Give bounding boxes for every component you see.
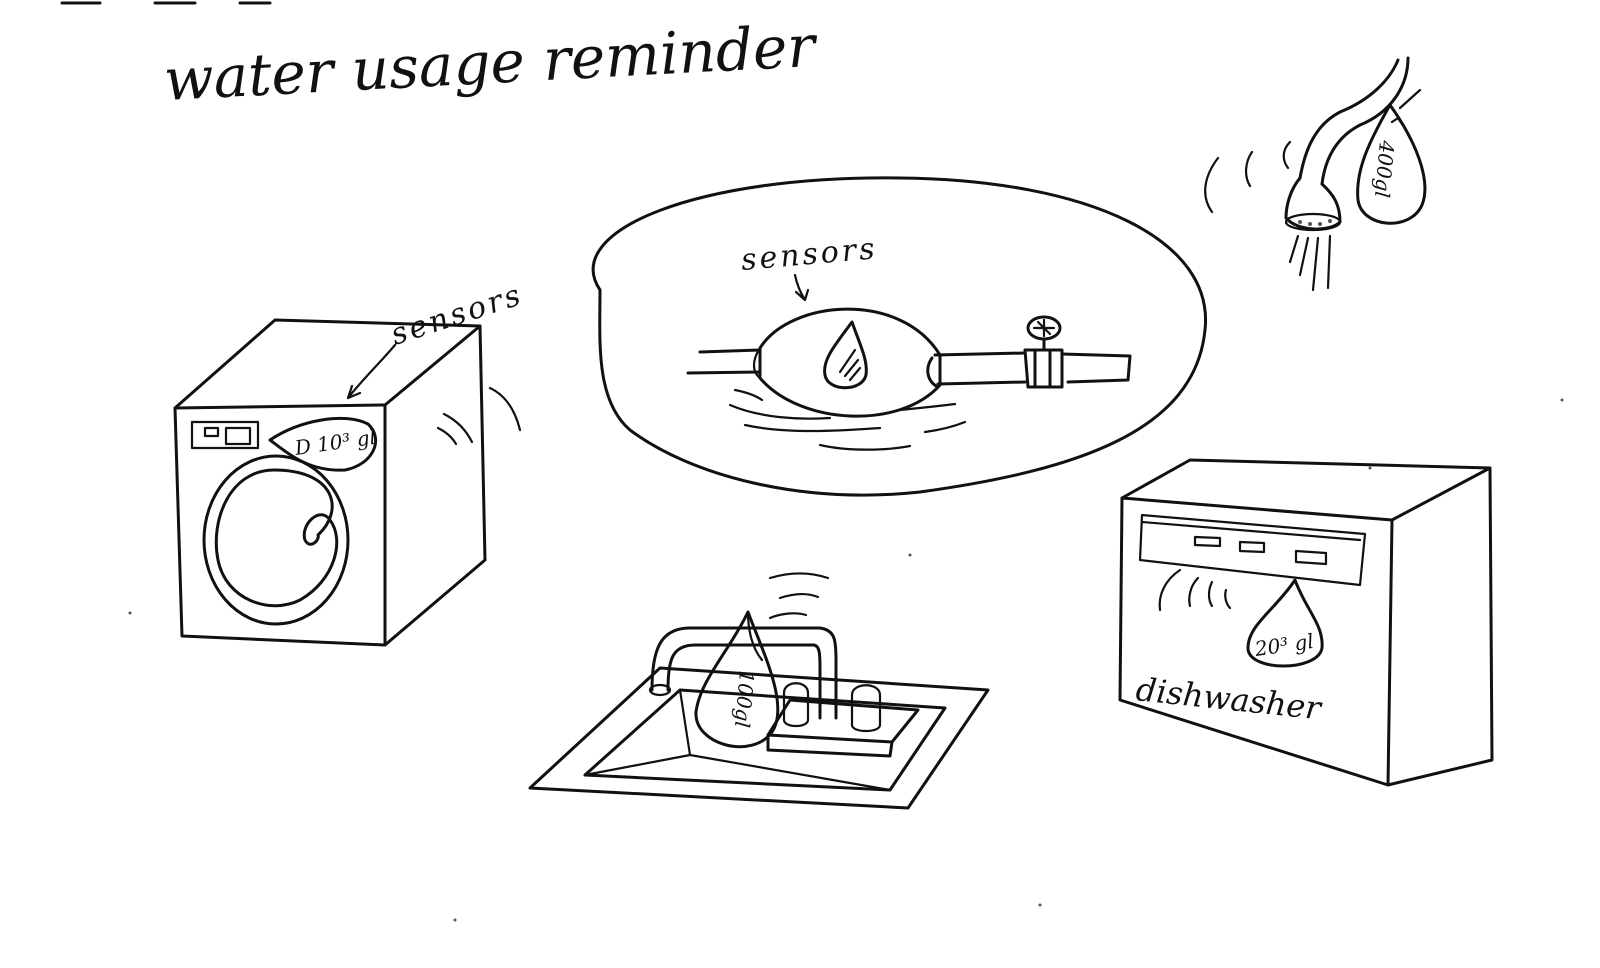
dishwasher-usage-label: 20³ gl <box>1252 629 1315 661</box>
dishwasher-usage-drop <box>1246 578 1324 668</box>
sink-knob-left <box>782 682 810 728</box>
washing-usage-label: D 10³ gl <box>292 425 377 460</box>
shower-usage-label: 400gl <box>1370 139 1399 199</box>
dishwasher-control-strip <box>1138 513 1367 587</box>
dishwasher: 20³ gl dishwasher <box>1118 458 1494 787</box>
shower-signal-icon <box>1204 140 1292 214</box>
valve-icon <box>1023 338 1064 389</box>
shower-pipe <box>1298 56 1410 186</box>
pipe-left <box>686 348 762 375</box>
shower-nozzle <box>1284 176 1342 231</box>
sink-usage-label: 100gl <box>730 670 759 729</box>
leak-ripples <box>728 388 967 451</box>
pipe-sensor-label: sensors <box>740 231 879 278</box>
dishwasher-signal-icon <box>1158 568 1232 612</box>
washing-machine: D 10³ gl sensors <box>173 277 528 647</box>
dishwasher-label: dishwasher <box>1134 670 1324 727</box>
pipe-bulge <box>758 307 942 418</box>
dishwasher-buttons <box>1193 535 1328 566</box>
washing-signal-icon <box>436 386 522 446</box>
control-panel <box>190 420 260 450</box>
washing-sensor-arrow <box>346 343 397 400</box>
paper-specks <box>128 398 1564 922</box>
pipe-right <box>933 351 1132 386</box>
shower-usage-drop <box>1356 103 1427 225</box>
pipe-sensor-arrow <box>793 273 810 302</box>
sink-usage-drop <box>694 610 780 749</box>
shower-head: 400gl <box>1204 56 1427 292</box>
kitchen-sink: 100gl <box>528 572 990 810</box>
sketch-title: water usage reminder <box>162 12 820 114</box>
sink-counter <box>528 666 990 810</box>
washing-usage-drop <box>268 416 378 472</box>
pipe-leak-bubble: sensors <box>591 176 1208 497</box>
leak-drop-icon <box>823 320 868 390</box>
sink-tap-base <box>766 698 920 758</box>
washing-machine-door <box>202 454 350 626</box>
shower-water-streams <box>1288 234 1332 292</box>
washing-sensor-label: sensors <box>387 277 528 353</box>
sink-signal-icon <box>768 572 830 620</box>
thought-bubble-outline <box>591 176 1208 497</box>
sink-knob-right <box>850 684 882 733</box>
